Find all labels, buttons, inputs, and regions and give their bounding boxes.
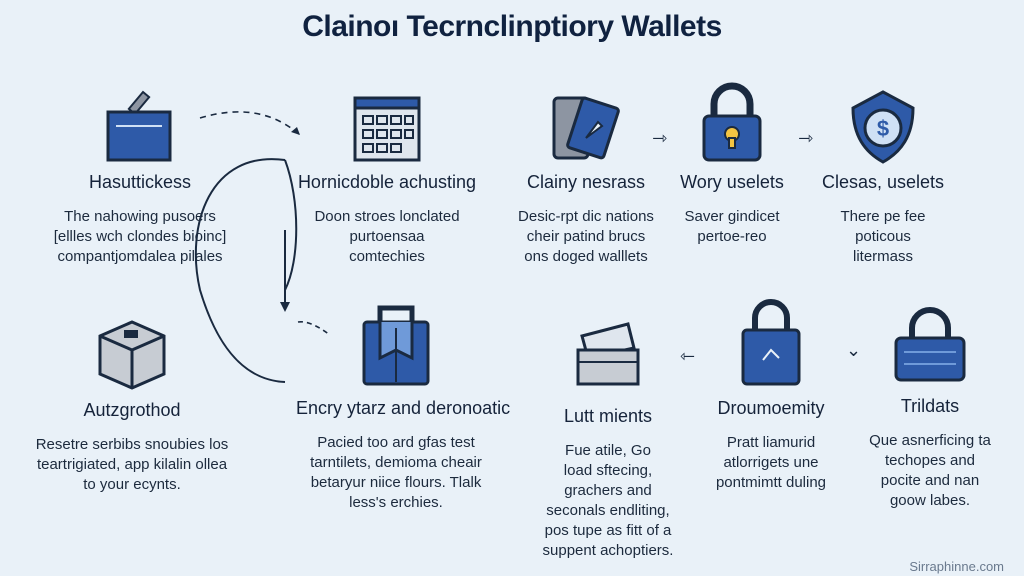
step-1: Hasuttickess The nahowing pusoers[ellles…	[40, 86, 240, 267]
step-label: Lutt mients	[563, 406, 653, 426]
svg-text:$: $	[877, 116, 889, 141]
step-label: Hasuttickess	[88, 172, 192, 192]
arrow-right-icon: ⇾	[798, 128, 814, 148]
open-box-icon	[576, 322, 640, 386]
padlock-wide-icon	[894, 307, 966, 382]
step-label: Hornicdoble achusting	[297, 172, 477, 192]
chevron-down-icon: ⌄	[846, 340, 862, 360]
shield-dollar-icon: $	[851, 90, 915, 164]
step-label: Wory uselets	[680, 172, 784, 192]
arrow-left-icon: ⇽	[680, 346, 696, 366]
step-label: Autzgrothod	[83, 400, 181, 420]
cube-icon	[98, 320, 166, 390]
lock-device-icon	[741, 299, 801, 386]
watermark: Sirraphinne.com	[909, 559, 1004, 574]
step-label: Clesas, uselets	[821, 172, 945, 192]
step-description: The nahowing pusoers[ellles wch clondes …	[53, 208, 227, 265]
step-label: Encry ytarz and deronoatic	[296, 398, 511, 418]
browser-grid-icon	[353, 96, 421, 162]
step-2: Hornicdoble achusting Doon stroes loncla…	[287, 86, 487, 267]
step-label: Clainy nesrass	[526, 172, 646, 192]
step-label: Trildats	[900, 396, 960, 416]
arrow-right-icon: ⇾	[652, 128, 668, 148]
card-reader-icon	[106, 90, 172, 162]
padlock-icon	[702, 82, 762, 162]
hardware-card-icon	[552, 96, 620, 160]
step-label: Droumoemity	[717, 398, 825, 418]
briefcase-icon	[362, 305, 430, 386]
step-7: Encry ytarz and deronoatic Pacied too ar…	[296, 298, 511, 513]
step-6: Autzgrothod Resetre serbibs snoubies los…	[32, 314, 232, 495]
page-title: Clainoı Tecrnclinptiory Wallets	[302, 10, 722, 43]
